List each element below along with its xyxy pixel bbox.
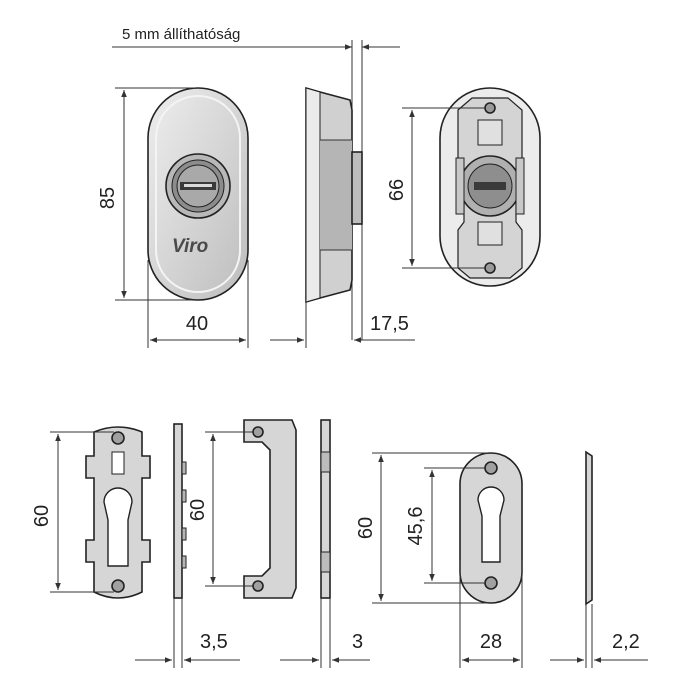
side-cylinder-stub [351,151,363,225]
mounting-plate-front [85,426,151,599]
plate-height-label: 60 [31,505,53,527]
bracket-side-tab-2 [320,551,331,573]
bracket-side-body [320,419,331,599]
escutcheon-cylinder-cutout [477,486,505,563]
bracket-side [320,419,331,599]
back-keyway-slot [474,182,506,190]
escutcheon-side-body [585,450,593,606]
plate-side-tab-2 [181,489,187,503]
back-boss-top [477,119,503,146]
plate-screw-bottom [111,579,125,593]
keyway-rib [184,184,212,187]
back-screw-bottom [484,262,496,274]
bracket-thickness-label: 3 [352,631,363,653]
back-height-label: 66 [386,179,408,201]
plate-side-tab-1 [181,461,187,475]
escutcheon-screw-bottom [484,576,498,590]
bracket-screw-top [252,426,264,438]
brand-logo: Viro [172,236,208,257]
escutcheon-height-label: 60 [355,517,377,539]
mounting-plate-side [173,423,187,599]
front-width-label: 40 [186,313,208,335]
plate-screw-top [111,431,125,445]
escutcheon-thickness-label: 2,2 [612,631,640,653]
plate-side-tab-3 [181,527,187,541]
front-cover-highlight [155,95,241,293]
escutcheon-front [459,452,523,604]
front-height-label: 85 [97,187,119,209]
bracket-side-tab-1 [320,451,331,473]
escutcheon-width-label: 28 [480,631,502,653]
bracket-height-label: 60 [187,499,209,521]
back-bracket-right [515,157,525,215]
bracket-screw-bottom [252,580,264,592]
plate-side-body [173,423,183,599]
hole-spacing-label: 45,6 [405,507,427,546]
back-slot-bottom [477,221,503,246]
back-view-cover [439,87,541,287]
plate-slot [111,451,125,475]
plate-side-tab-4 [181,555,187,569]
plate-thickness-label: 3,5 [200,631,228,653]
plate-cylinder-cutout [103,487,133,567]
side-view-cover [305,86,363,304]
front-view-cover: Viro [147,87,249,301]
side-cover-face [305,87,321,303]
bracket-outline [243,419,297,599]
side-cover-shade-top [320,140,352,250]
escutcheon-screw-top [484,461,498,475]
bracket-front [243,419,297,599]
adjustability-note: 5 mm állíthatóság [122,26,240,43]
back-screw-top [484,102,496,114]
side-depth-label: 17,5 [370,313,409,335]
escutcheon-side [585,450,593,606]
back-bracket-left [455,157,465,215]
